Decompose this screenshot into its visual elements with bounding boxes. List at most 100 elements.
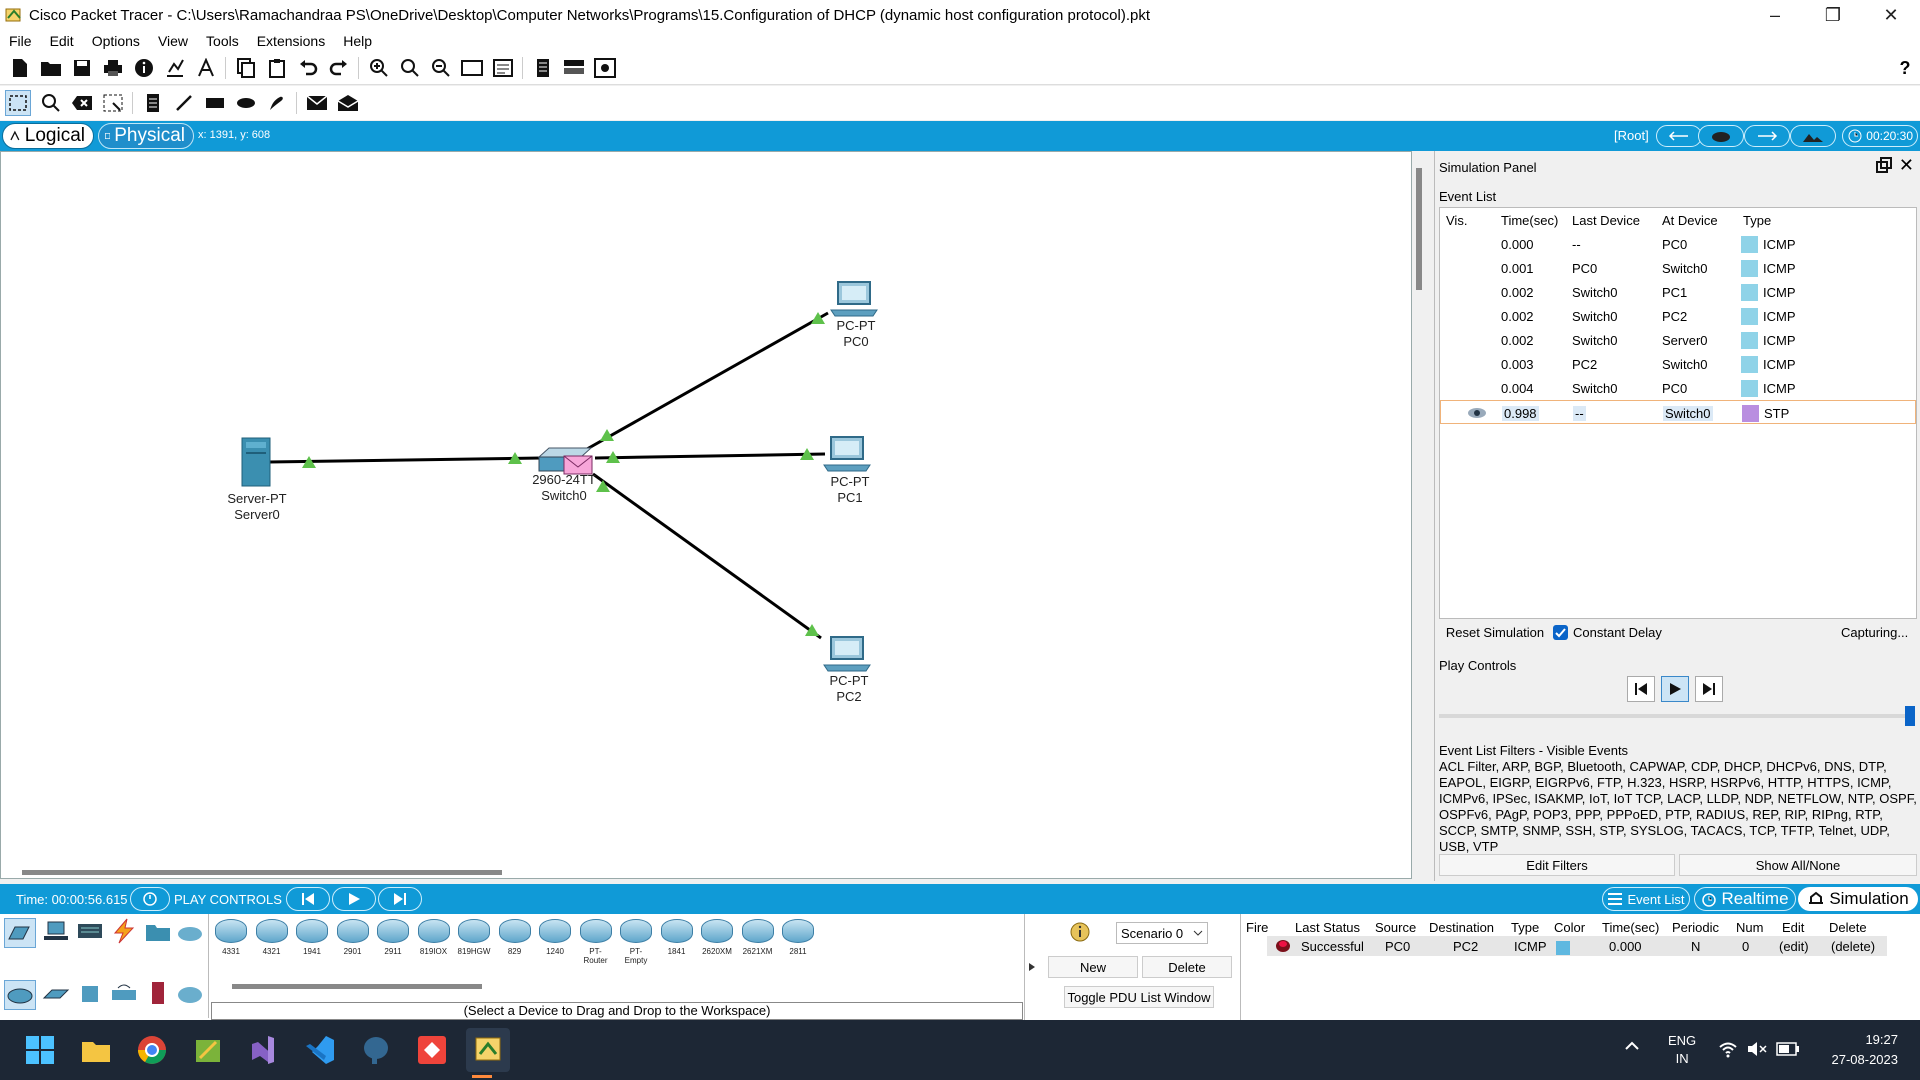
file-explorer-taskbar[interactable] [80,1034,112,1066]
wifi-icon[interactable] [1718,1040,1738,1061]
category-misc[interactable] [144,920,172,944]
model-list-scrollbar[interactable] [232,984,482,989]
edit-filters-button[interactable]: Edit Filters [1439,854,1675,876]
pdu-row[interactable]: Successful PC0 PC2 ICMP 0.000 N 0 (edit)… [1267,936,1887,956]
bar-step-back-button[interactable] [286,887,330,911]
show-hidden-icons[interactable] [1624,1040,1640,1055]
device-model-item[interactable]: 819IOX [417,919,451,963]
simulation-mode-button[interactable]: Simulation [1798,887,1918,911]
tab-physical[interactable]: Physical [98,123,194,149]
network-wizard-icon[interactable] [164,57,186,79]
pc0-device[interactable] [830,281,878,317]
packet-tracer-taskbar[interactable] [466,1028,510,1072]
freeform-icon[interactable] [266,92,288,114]
resize-shape-icon[interactable] [102,92,124,114]
subcategory-wireless[interactable] [110,982,138,1006]
delete-icon[interactable] [71,92,93,114]
print-icon[interactable] [102,57,124,79]
add-simple-pdu-icon[interactable] [306,92,328,114]
undock-icon[interactable] [1876,157,1892,176]
device-model-item[interactable]: 2901 [336,919,370,963]
new-file-icon[interactable] [9,57,31,79]
subcategory-hubs[interactable] [76,982,104,1006]
draw-line-icon[interactable] [173,92,195,114]
scenario-select[interactable]: Scenario 0 [1116,922,1208,944]
link-switch0-pc1[interactable] [594,452,826,460]
cluster-back-button[interactable] [1656,125,1702,147]
device-model-item[interactable]: 1941 [295,919,329,963]
power-cycle-button[interactable] [130,887,170,911]
step-forward-button[interactable] [1695,676,1723,702]
zoom-reset-icon[interactable] [399,57,421,79]
palette-collapse-arrow[interactable] [1024,914,1038,1020]
scenario-info-icon[interactable] [1070,922,1090,945]
cluster-view-button[interactable] [1698,125,1744,147]
constant-delay-checkbox[interactable] [1553,625,1568,640]
workspace-vertical-scrollbar[interactable] [1414,151,1424,879]
device-model-item[interactable]: 4321 [255,919,289,963]
step-back-button[interactable] [1627,676,1655,702]
visual-studio-taskbar[interactable] [248,1034,280,1066]
scenario-delete-button[interactable]: Delete [1142,956,1232,978]
device-manager-icon[interactable] [563,57,585,79]
tab-logical[interactable]: Logical [2,123,94,149]
realtime-mode-button[interactable]: Realtime [1694,887,1796,911]
info-icon[interactable] [133,57,155,79]
fire-status-icon[interactable] [1275,939,1291,953]
category-end-devices[interactable] [42,920,70,944]
eye-icon[interactable] [1467,406,1487,420]
custom-devices-icon[interactable] [492,57,514,79]
copy-icon[interactable] [235,57,257,79]
reset-simulation-button[interactable]: Reset Simulation [1439,621,1551,643]
pc1-device[interactable] [823,436,871,472]
subcategory-switches[interactable] [42,982,70,1006]
cluster-icon[interactable] [532,57,554,79]
place-note-icon[interactable] [142,92,164,114]
link-server0-switch0[interactable] [268,456,542,464]
select-tool-icon[interactable] [5,90,31,116]
pdu-edit-link[interactable]: (edit) [1779,939,1809,954]
language-indicator[interactable]: ENG IN [1668,1032,1696,1068]
chrome-taskbar[interactable] [136,1034,168,1066]
menu-tools[interactable]: Tools [206,33,239,49]
scenario-new-button[interactable]: New [1048,956,1138,978]
pdu-delete-link[interactable]: (delete) [1831,939,1876,954]
device-model-item[interactable]: 1841 [660,919,694,963]
show-all-none-button[interactable]: Show All/None [1679,854,1917,876]
logical-workspace[interactable]: Server-PT Server0 2960-24TT Switch0 PC-P… [0,151,1412,879]
menu-file[interactable]: File [9,33,32,49]
event-list-toggle[interactable]: Event List [1602,887,1690,911]
speaker-muted-icon[interactable] [1746,1040,1768,1061]
category-multiuser[interactable] [176,920,204,944]
restore-button[interactable]: ❐ [1824,4,1842,25]
open-folder-icon[interactable] [40,57,62,79]
add-complex-pdu-icon[interactable] [337,92,359,114]
device-model-item[interactable]: 2811 [781,919,815,963]
background-image-button[interactable] [1790,125,1836,147]
subcategory-security[interactable] [144,980,172,1004]
category-connections[interactable] [110,918,138,944]
bar-step-forward-button[interactable] [378,887,422,911]
menu-options[interactable]: Options [91,33,140,49]
close-panel-icon[interactable]: ✕ [1898,155,1914,175]
bar-play-button[interactable] [332,887,376,911]
device-model-item[interactable]: PT-Empty [619,919,653,965]
app-taskbar-icon[interactable] [192,1034,224,1066]
undo-icon[interactable] [297,57,319,79]
inspect-icon[interactable] [40,92,62,114]
save-icon[interactable] [71,57,93,79]
vscode-taskbar[interactable] [304,1034,336,1066]
anydesk-taskbar[interactable] [416,1034,448,1066]
start-button[interactable] [24,1034,56,1066]
toggle-pdu-list-button[interactable]: Toggle PDU List Window [1064,986,1214,1008]
server0-device[interactable] [241,437,271,487]
minimize-button[interactable]: – [1769,4,1780,25]
system-clock[interactable]: 19:27 27-08-2023 [1812,1030,1899,1070]
drawing-palette-icon[interactable] [461,57,483,79]
